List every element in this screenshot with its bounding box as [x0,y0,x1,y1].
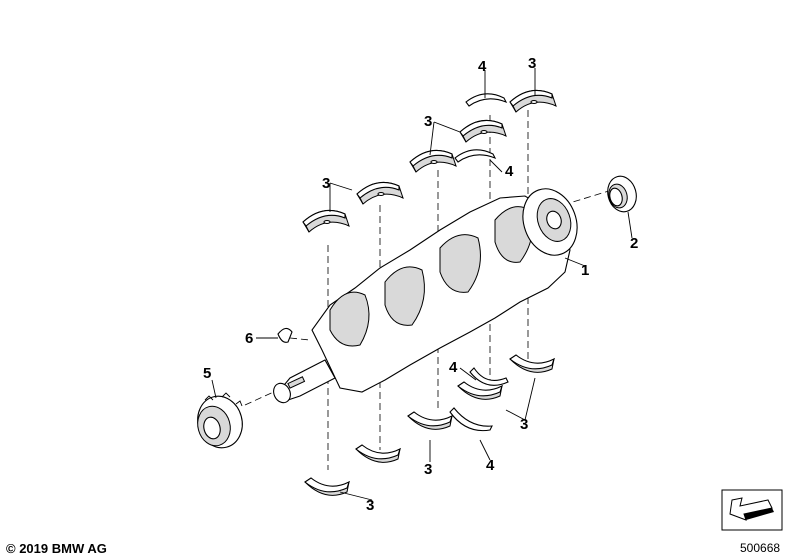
copyright-notice: © 2019 BMW AG [6,541,107,556]
woodruff-key [277,327,293,343]
callout-1: 1 [581,262,589,279]
callout-4-mid: 4 [505,163,514,180]
callout-4-lower-upper: 4 [449,359,458,376]
callout-3-upper-right: 3 [528,55,536,72]
diagram-number: 500668 [740,541,781,555]
lower-thrust-rings [449,367,509,432]
callout-6: 6 [245,330,253,347]
callout-3-upper-left: 3 [322,175,330,192]
callout-3-upper-mid: 3 [424,113,432,130]
callout-2: 2 [630,235,638,252]
callout-4-upper: 4 [478,58,487,75]
leader-lines [211,68,633,501]
crankshaft [273,188,578,404]
direction-arrow-icon [721,489,783,531]
callout-3-lower-left: 3 [366,497,374,514]
sprocket [197,392,243,449]
callout-3-lower-mid: 3 [424,461,432,478]
seal-ring [607,175,637,213]
callout-4-lower: 4 [486,457,495,474]
callout-3-lower-right: 3 [520,416,528,433]
callout-5: 5 [203,365,211,382]
callout-numbers: 1 2 3 3 3 4 4 5 6 4 3 3 4 3 [203,55,638,514]
